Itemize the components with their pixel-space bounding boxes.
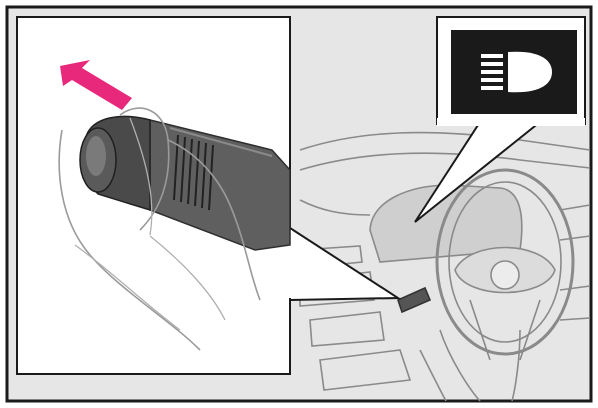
high-beam-indicator-icon xyxy=(451,30,577,114)
